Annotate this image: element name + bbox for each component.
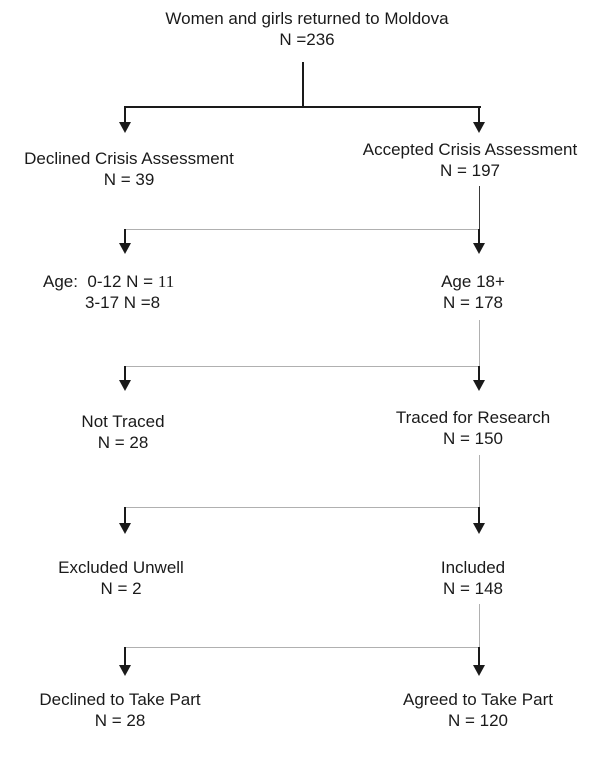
node-declined-to-take-part: Declined to Take Part N = 28 [0, 689, 240, 731]
node-count: N = 150 [442, 429, 503, 448]
node-declined-crisis-assessment: Declined Crisis Assessment N = 39 [0, 148, 258, 190]
down-arrowhead-icon [119, 665, 131, 676]
node-count-serif: 11 [157, 272, 175, 291]
node-label: Declined Crisis Assessment [24, 149, 234, 168]
connector-tier5-feeder [479, 604, 480, 647]
node-count: N =236 [279, 30, 335, 49]
down-arrowhead-icon [473, 122, 485, 133]
node-accepted-crisis-assessment: Accepted Crisis Assessment N = 197 [340, 139, 600, 181]
node-label: Excluded Unwell [58, 558, 184, 577]
node-agreed-to-take-part: Agreed to Take Part N = 120 [348, 689, 600, 731]
connector-tier4-hline [124, 507, 480, 508]
down-arrowhead-icon [473, 523, 485, 534]
node-included: Included N = 148 [343, 557, 600, 599]
connector-title-stub [302, 62, 304, 107]
node-label: Declined to Take Part [39, 690, 201, 709]
connector-tier1-right-drop [478, 106, 480, 124]
connector-tier4-feeder [479, 455, 480, 507]
node-count: N = 2 [100, 579, 142, 598]
node-count: N = 148 [442, 579, 503, 598]
connector-tier1-hline [124, 106, 481, 108]
node-count: N = 120 [447, 711, 508, 730]
node-count: N = 197 [439, 161, 500, 180]
node-excluded-unwell: Excluded Unwell N = 2 [0, 557, 242, 599]
node-label: Women and girls returned to Moldova [165, 9, 449, 28]
node-count: N = 178 [442, 293, 503, 312]
node-label: Age: 0-12 N = [43, 272, 158, 291]
connector-tier1-left-drop [124, 106, 126, 124]
node-not-traced: Not Traced N = 28 [0, 411, 246, 453]
node-label: Accepted Crisis Assessment [362, 140, 578, 159]
node-age-children-line2: 3-17 N =8 [85, 292, 160, 313]
connector-tier3-left-drop [124, 366, 126, 381]
connector-tier5-left-drop [124, 647, 126, 666]
down-arrowhead-icon [119, 122, 131, 133]
connector-tier3-hline [124, 366, 480, 367]
connector-tier5-right-drop [478, 647, 480, 666]
node-label: Traced for Research [395, 408, 551, 427]
down-arrowhead-icon [473, 380, 485, 391]
connector-tier2-feeder [479, 186, 480, 229]
connector-tier5-hline [124, 647, 480, 648]
node-age-children-line1: Age: 0-12 N = 11 [43, 271, 174, 292]
connector-tier4-left-drop [124, 507, 126, 524]
down-arrowhead-icon [473, 243, 485, 254]
node-count: N = 39 [103, 170, 155, 189]
node-age-18-plus: Age 18+ N = 178 [343, 271, 600, 313]
node-label: Included [440, 558, 506, 577]
connector-tier3-feeder [479, 320, 480, 366]
node-label: Not Traced [81, 412, 165, 431]
node-count: N = 28 [97, 433, 149, 452]
connector-tier4-right-drop [478, 507, 480, 524]
down-arrowhead-icon [473, 665, 485, 676]
down-arrowhead-icon [119, 243, 131, 254]
connector-tier2-hline [124, 229, 480, 230]
down-arrowhead-icon [119, 523, 131, 534]
node-returned-to-moldova: Women and girls returned to Moldova N =2… [137, 8, 477, 50]
connector-tier3-right-drop [478, 366, 480, 381]
node-count: 3-17 N =8 [85, 293, 161, 312]
connector-tier2-right-drop [478, 229, 480, 245]
node-label: Agreed to Take Part [403, 690, 553, 709]
node-traced-for-research: Traced for Research N = 150 [343, 407, 600, 449]
connector-tier2-left-drop [124, 229, 126, 245]
node-label: Age 18+ [441, 272, 505, 291]
down-arrowhead-icon [119, 380, 131, 391]
node-count: N = 28 [94, 711, 146, 730]
